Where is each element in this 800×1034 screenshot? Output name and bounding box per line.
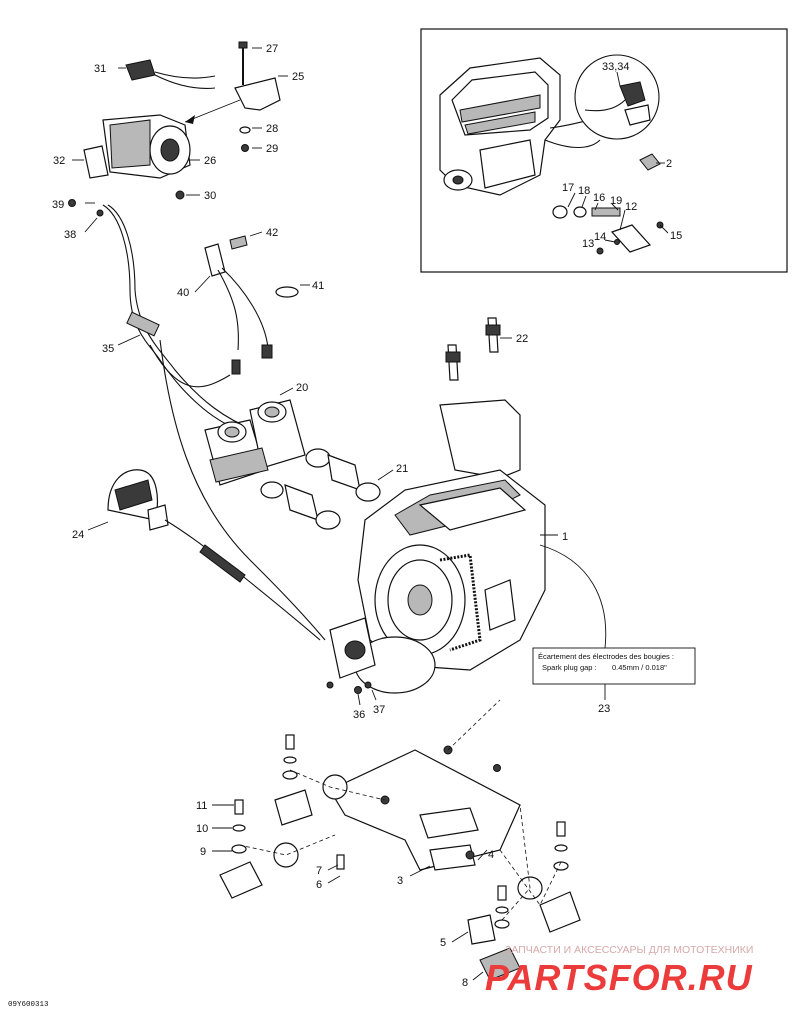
watermark: ЗАПЧАСТИ И АКСЕССУАРЫ ДЛЯ МОТОТЕХНИКИ PA… — [485, 944, 753, 998]
spark-plugs — [445, 317, 512, 381]
callout-36: 36 — [353, 709, 365, 721]
engine-mount-plate — [212, 699, 581, 981]
callout-7: 7 — [316, 865, 322, 877]
callout-9: 9 — [200, 846, 206, 858]
callout-33-34: 33,34 — [602, 61, 630, 73]
callout-18: 18 — [578, 185, 590, 197]
magneto-area — [326, 617, 436, 706]
callout-27: 27 — [266, 43, 278, 55]
callout-23: 23 — [598, 703, 610, 715]
callout-15: 15 — [670, 230, 682, 242]
callout-31: 31 — [94, 63, 106, 75]
upper-left-components — [72, 41, 288, 200]
callout-24: 24 — [72, 529, 84, 541]
callout-8: 8 — [462, 977, 468, 989]
callout-3: 3 — [397, 875, 403, 887]
callout-11: 11 — [196, 800, 207, 812]
callout-26: 26 — [204, 155, 216, 167]
watermark-logo: PARTSFOR.RU — [485, 957, 753, 998]
inset-engine-view — [420, 28, 788, 273]
callout-35: 35 — [102, 343, 114, 355]
spark-plug-note-box — [532, 544, 696, 700]
callout-37: 37 — [373, 704, 385, 716]
callout-14: 14 — [594, 231, 606, 243]
callout-25: 25 — [292, 71, 304, 83]
carburetors — [204, 387, 306, 486]
callout-28: 28 — [266, 123, 278, 135]
watermark-text: ЗАПЧАСТИ И АКСЕССУАРЫ ДЛЯ МОТОТЕХНИКИ — [505, 944, 753, 956]
callout-22: 22 — [516, 333, 528, 345]
callout-38: 38 — [64, 229, 76, 241]
intake-rubbers — [260, 448, 394, 530]
throttle-components — [194, 231, 310, 375]
callout-21: 21 — [396, 463, 408, 475]
wiring-harness — [68, 199, 326, 641]
callout-16: 16 — [593, 192, 605, 204]
callout-32: 32 — [53, 155, 65, 167]
callout-41: 41 — [312, 280, 324, 292]
gap-note-line-fr: Écartement des électrodes des bougies : — [538, 652, 674, 661]
callout-4: 4 — [488, 849, 494, 861]
callout-30: 30 — [204, 190, 216, 202]
drawing-number: 09Y600313 — [8, 1001, 49, 1009]
callout-2: 2 — [666, 158, 672, 170]
callout-10: 10 — [196, 823, 208, 835]
callout-6: 6 — [316, 879, 322, 891]
callout-13: 13 — [582, 238, 594, 250]
callout-40: 40 — [177, 287, 189, 299]
callout-20: 20 — [296, 382, 308, 394]
callout-42: 42 — [266, 227, 278, 239]
rewind-starter — [87, 469, 321, 641]
callout-17: 17 — [562, 182, 574, 194]
callout-1: 1 — [562, 531, 568, 543]
callout-39: 39 — [52, 199, 64, 211]
gap-note-line-en: Spark plug gap : — [542, 663, 597, 672]
callout-19: 19 — [610, 195, 622, 207]
engine-block — [357, 399, 558, 671]
callout-12: 12 — [625, 201, 637, 213]
gap-note-value: 0.45mm / 0.018" — [612, 663, 667, 672]
callout-labels: 1 2 3 4 5 6 7 8 9 10 11 12 13 14 15 16 1… — [52, 43, 682, 989]
spark-plug-gap-note: Écartement des électrodes des bougies : … — [538, 652, 674, 672]
callout-29: 29 — [266, 143, 278, 155]
callout-5: 5 — [440, 937, 446, 949]
